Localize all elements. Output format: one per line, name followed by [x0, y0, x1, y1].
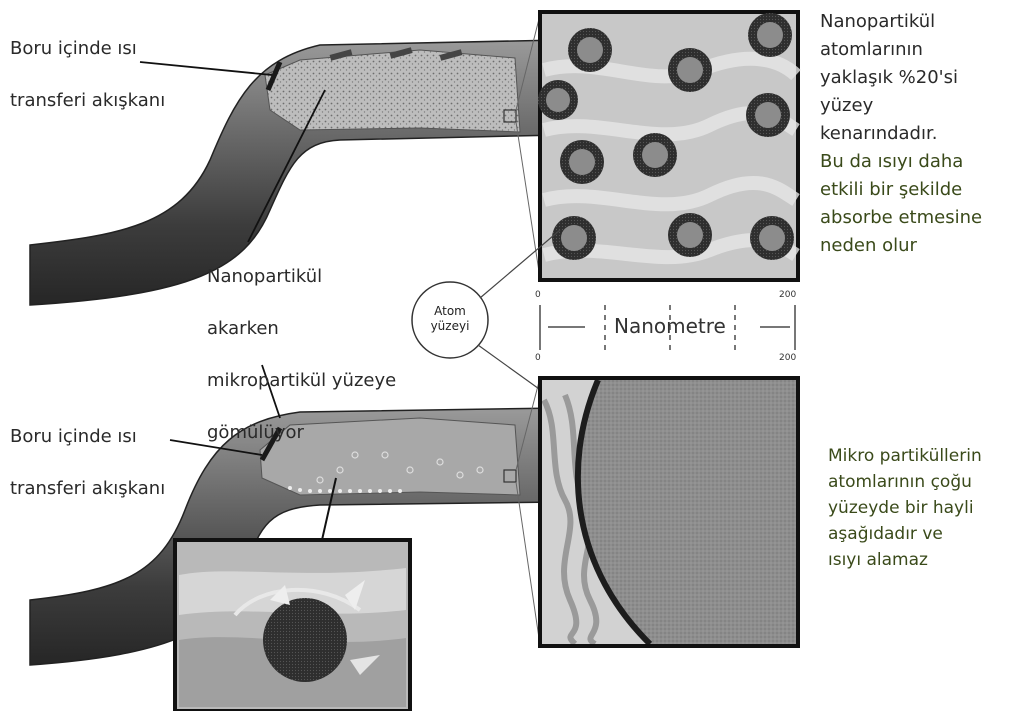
label-line: Nanopartikül	[207, 264, 396, 290]
label-line: akarken	[207, 316, 396, 342]
label-line: kenarındadır.	[820, 120, 982, 148]
label-line: Boru içinde ısı	[10, 36, 165, 62]
label-line: Boru içinde ısı	[10, 424, 165, 450]
scale-end-bottom: 200	[779, 353, 796, 363]
label-line: etkili bir şekilde	[820, 176, 982, 204]
label-line: atomlarının çoğu	[828, 469, 982, 495]
label-line: yaklaşık %20'si	[820, 64, 982, 92]
label-line: mikropartikül yüzeye	[207, 368, 396, 394]
label-line: yüzeyde bir hayli	[828, 495, 982, 521]
label-top-fluid: Boru içinde ısı transferi akışkanı	[10, 10, 165, 140]
scale-unit-label: Nanometre	[614, 314, 726, 338]
label-line: Bu da ısıyı daha	[820, 148, 982, 176]
scale-start-bottom: 0	[535, 353, 541, 363]
label-bottom-fluid: Boru içinde ısı transferi akışkanı	[10, 398, 165, 528]
label-nano-description: Nanopartikülatomlarınınyaklaşık %20'siyü…	[820, 8, 982, 260]
label-line: atomlarının	[820, 36, 982, 64]
label-line: Nanopartikül	[820, 8, 982, 36]
label-line: absorbe etmesine	[820, 204, 982, 232]
label-line: yüzeyi	[431, 319, 470, 333]
microparticle-zoom-box	[540, 378, 798, 646]
label-line: neden olur	[820, 232, 982, 260]
label-line: Mikro partiküllerin	[828, 443, 982, 469]
nanoparticle-zoom-box	[538, 12, 798, 280]
label-line: yüzey	[820, 92, 982, 120]
scale-start-top: 0	[535, 290, 541, 300]
label-line: aşağıdadır ve	[828, 521, 982, 547]
atom-surface-label: Atom yüzeyi	[420, 304, 480, 334]
label-micro-description: Mikro partiküllerinatomlarının çoğuyüzey…	[828, 443, 982, 573]
label-line: gömülüyor	[207, 420, 396, 446]
top-fluid-cutaway	[265, 50, 520, 132]
label-line: Atom	[434, 304, 466, 318]
label-line: transferi akışkanı	[10, 88, 165, 114]
scale-end-top: 200	[779, 290, 796, 300]
label-line: ısıyı alamaz	[828, 547, 982, 573]
label-nano-flow: Nanopartikül akarken mikropartikül yüzey…	[207, 238, 396, 472]
label-line: transferi akışkanı	[10, 476, 165, 502]
